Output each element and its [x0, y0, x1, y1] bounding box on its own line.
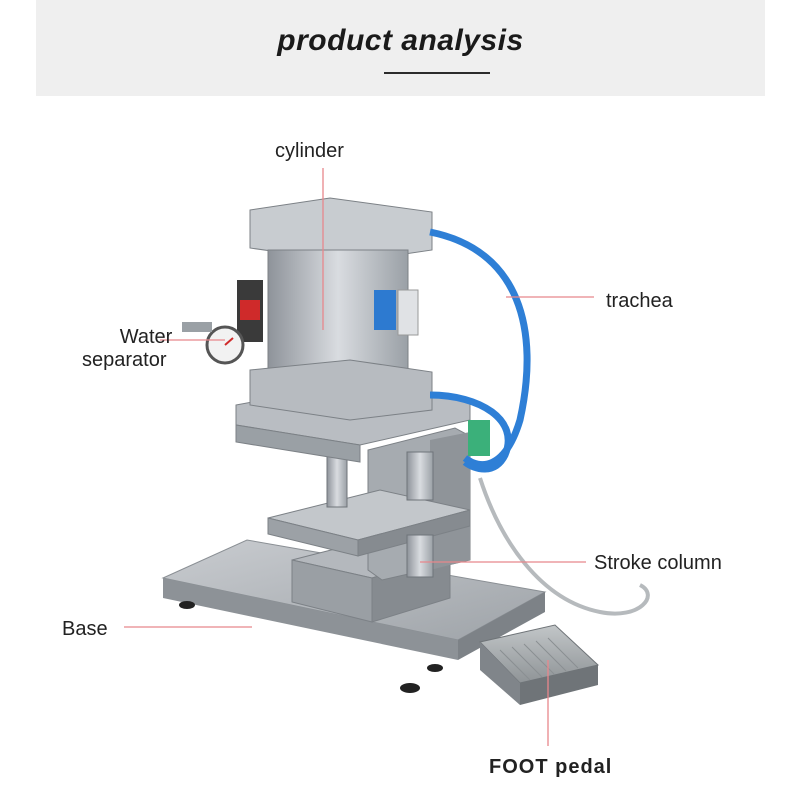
leader-lines — [124, 168, 594, 746]
label-separator-line2: separator — [82, 349, 167, 371]
label-water-line1: Water — [119, 326, 173, 348]
title-underline — [384, 72, 490, 74]
cylinder-body — [249, 197, 433, 421]
upper-die — [267, 489, 471, 557]
page-title: product analysis — [277, 24, 524, 57]
label-foot-pedal: FOOT pedal — [489, 756, 613, 778]
stroke-columns — [326, 451, 434, 578]
water-separator — [182, 280, 263, 365]
label-cylinder: cylinder — [275, 140, 344, 162]
label-trachea: trachea — [606, 290, 673, 312]
air-tubes — [429, 228, 650, 616]
foot-pedal — [479, 624, 600, 705]
label-stroke-column: Stroke column — [594, 552, 722, 574]
header-banner: product analysis — [36, 0, 765, 96]
label-base: Base — [62, 618, 108, 640]
